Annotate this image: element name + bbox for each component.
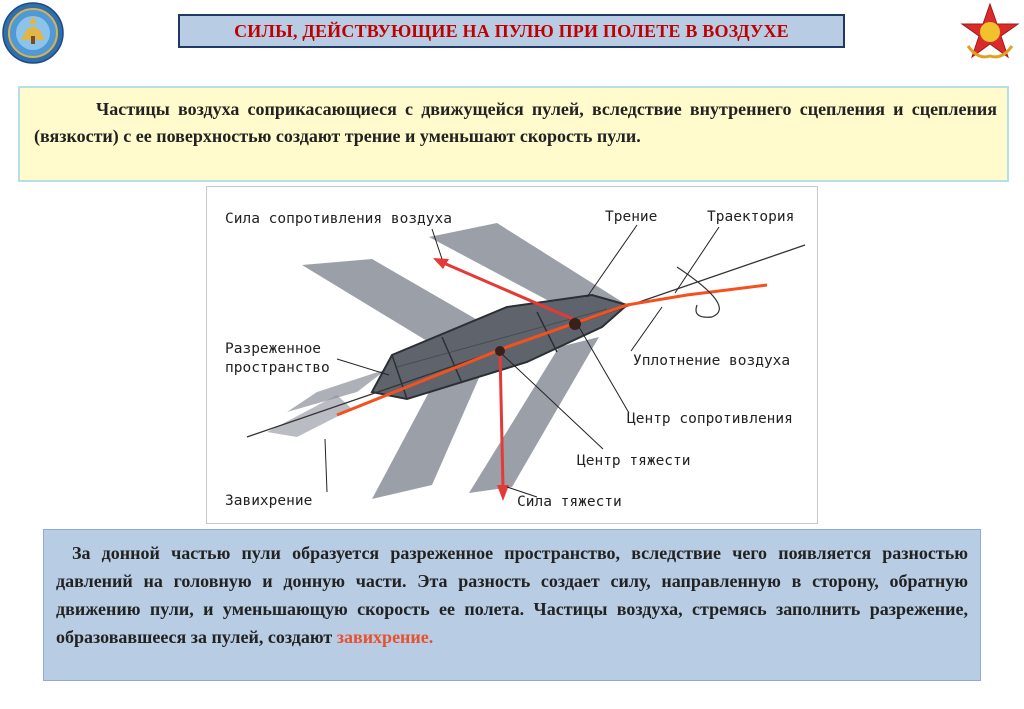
turbulence-highlight: завихрение. [336, 627, 434, 647]
rarefaction-explanation-box: За донной частью пули образуется разреже… [43, 529, 981, 681]
bullet-forces-diagram: Сила сопротивления воздуха Трение Траект… [206, 186, 818, 524]
rarefaction-main-text: За донной частью пули образуется разреже… [56, 543, 968, 647]
friction-explanation-box: Частицы воздуха соприкасающиеся с движущ… [18, 86, 1009, 182]
label-resistance-center: Центр сопротивления [627, 411, 793, 427]
rarefaction-explanation-text: За донной частью пули образуется разреже… [56, 539, 968, 651]
label-gravity-force: Сила тяжести [517, 494, 622, 510]
friction-explanation-text: Частицы воздуха соприкасающиеся с движущ… [34, 99, 997, 146]
label-rarefied-line1: Разреженное [225, 341, 322, 357]
label-gravity-center: Центр тяжести [577, 453, 691, 469]
slide-title: СИЛЫ, ДЕЙСТВУЮЩИЕ НА ПУЛЮ ПРИ ПОЛЕТЕ В В… [234, 20, 789, 41]
institution-emblem-icon [2, 2, 64, 64]
label-compression: Уплотнение воздуха [633, 353, 791, 369]
bullet-forces-illustration [246, 223, 806, 501]
star-emblem-icon [958, 2, 1022, 64]
label-friction: Трение [605, 209, 658, 225]
label-turbulence: Завихрение [225, 493, 313, 509]
slide-title-box: СИЛЫ, ДЕЙСТВУЮЩИЕ НА ПУЛЮ ПРИ ПОЛЕТЕ В В… [178, 14, 845, 48]
label-air-resistance: Сила сопротивления воздуха [225, 211, 452, 227]
label-trajectory: Траектория [707, 209, 795, 225]
label-rarefied-line2: пространство [225, 360, 330, 376]
